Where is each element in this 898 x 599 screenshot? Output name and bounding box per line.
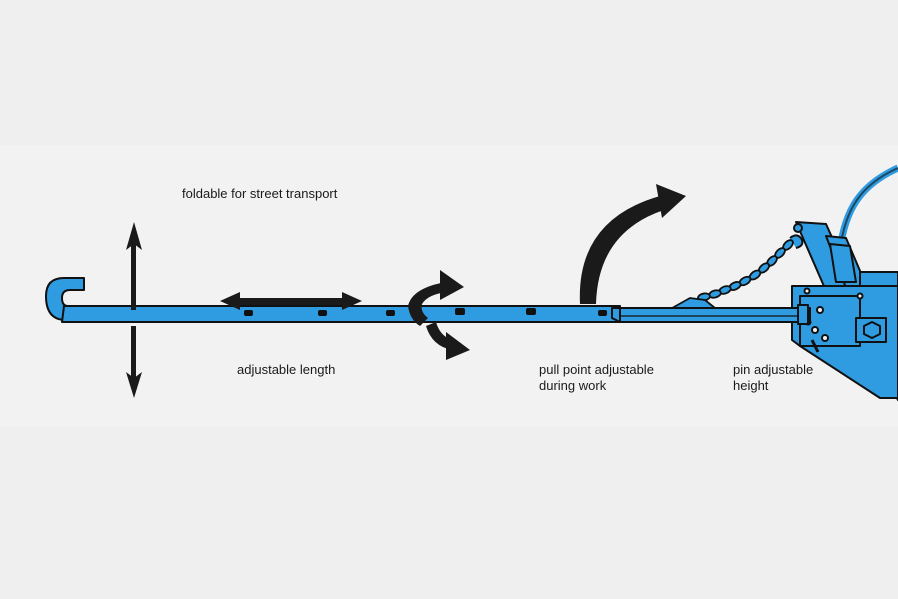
drawbar [45, 277, 811, 325]
pull-point-label-line2: during work [539, 378, 607, 393]
rotation-arrow [408, 270, 470, 360]
adjustable-length-label: adjustable length [237, 362, 336, 377]
safety-chain [661, 239, 794, 313]
length-arrow [220, 292, 362, 310]
pull-point-label-line1: pull point adjustable [539, 362, 654, 377]
pull-point-arrow [579, 184, 686, 304]
foldable-label: foldable for street transport [182, 186, 338, 201]
adjustment-holes [244, 308, 607, 316]
machine-frame [789, 164, 898, 401]
pin-height-label-line2: height [733, 378, 769, 393]
fold-arrow [126, 222, 142, 398]
pin-height-label-line1: pin adjustable [733, 362, 814, 377]
pull-point-label: pull point adjustable during work [539, 362, 654, 394]
pin-height-label: pin adjustable height [733, 362, 813, 394]
